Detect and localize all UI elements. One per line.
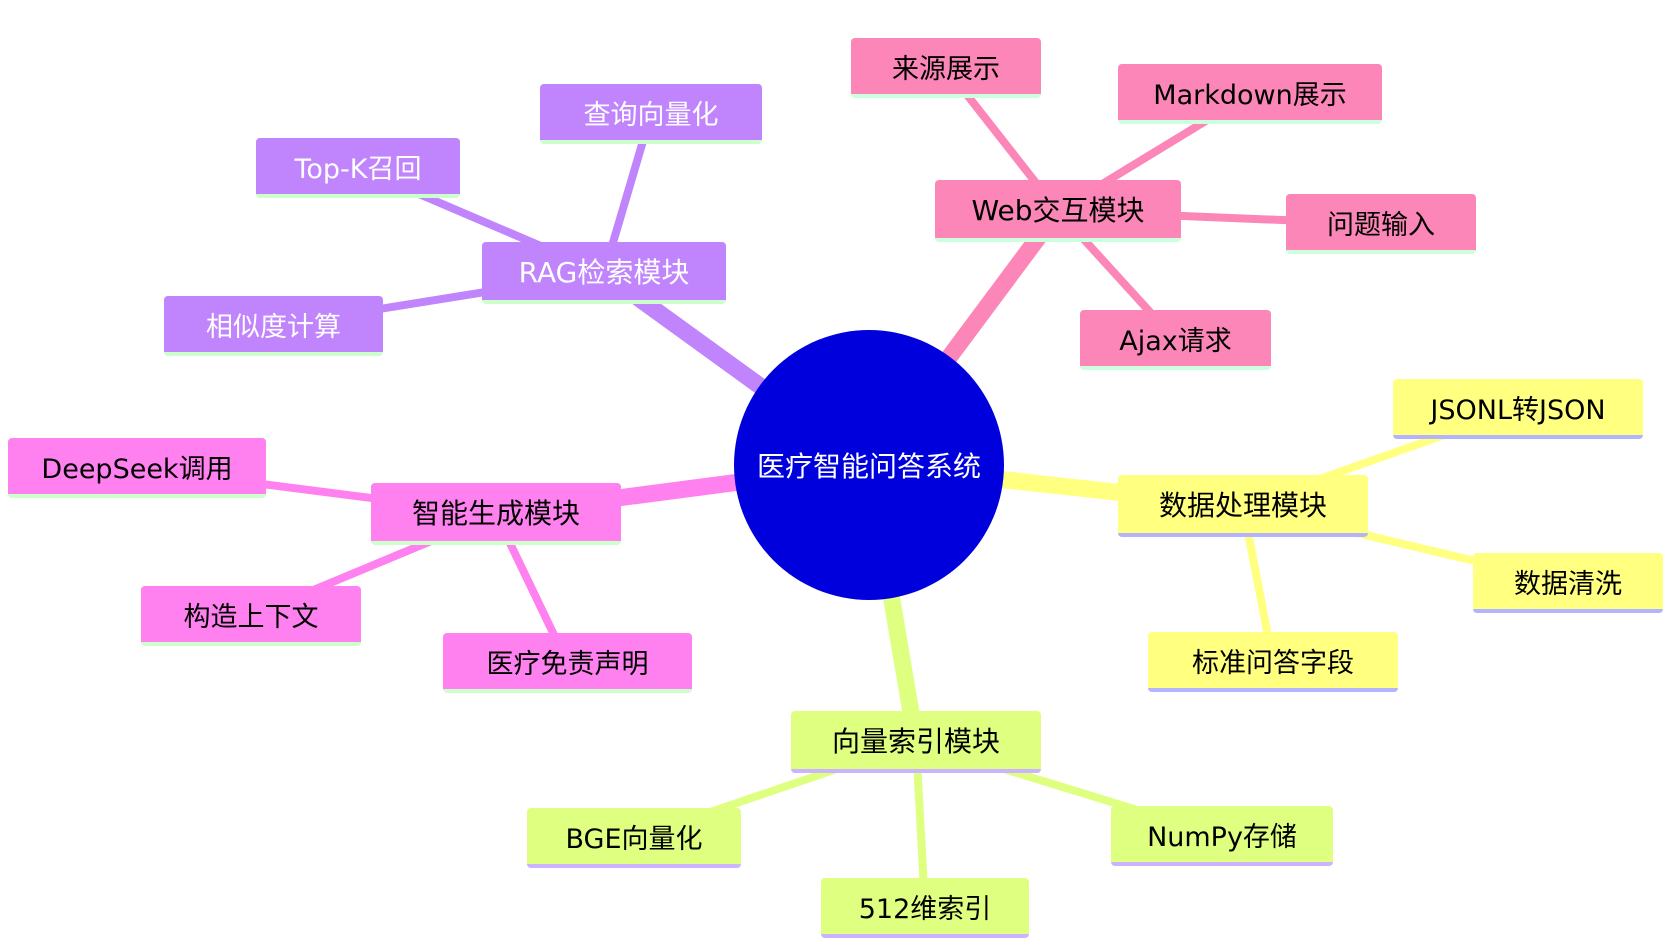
leaf-standard-qa-fields[interactable]: 标准问答字段 [1148,632,1398,692]
leaf-label: Markdown展示 [1153,79,1347,111]
branch-vector-index[interactable]: 向量索引模块 [791,711,1041,773]
leaf-label: 标准问答字段 [1192,647,1354,679]
leaf-question-input[interactable]: 问题输入 [1286,194,1476,254]
branch-label: Web交互模块 [971,194,1145,227]
root-label: 医疗智能问答系统 [756,450,981,483]
leaf-build-context[interactable]: 构造上下文 [141,586,361,646]
leaf-label: DeepSeek调用 [41,453,233,485]
leaf-ajax-request[interactable]: Ajax请求 [1080,310,1271,370]
leaf-similarity-calc[interactable]: 相似度计算 [164,296,383,356]
leaf-label: 来源展示 [892,53,1000,85]
branch-label: 智能生成模块 [411,497,580,530]
leaf-source-display[interactable]: 来源展示 [851,38,1041,98]
branch-smart-generation[interactable]: 智能生成模块 [371,483,621,545]
leaf-jsonl-to-json[interactable]: JSONL转JSON [1393,379,1643,439]
leaf-label: BGE向量化 [565,823,703,855]
leaf-data-cleaning[interactable]: 数据清洗 [1473,553,1663,613]
leaf-markdown-display[interactable]: Markdown展示 [1118,64,1382,124]
branch-label: RAG检索模块 [518,256,690,289]
leaf-label: 问题输入 [1327,209,1435,241]
leaf-label: 数据清洗 [1514,568,1622,600]
leaf-512-dim-index[interactable]: 512维索引 [821,878,1029,938]
leaf-label: 相似度计算 [206,311,341,343]
leaf-deepseek-call[interactable]: DeepSeek调用 [8,438,266,498]
leaf-label: 512维索引 [858,893,992,925]
leaf-query-vectorization[interactable]: 查询向量化 [540,84,762,144]
root-node[interactable]: 医疗智能问答系统 [734,330,1004,600]
leaf-label: JSONL转JSON [1430,394,1606,426]
branch-label: 数据处理模块 [1158,489,1327,522]
leaf-label: NumPy存储 [1147,821,1297,853]
branch-label: 向量索引模块 [831,725,1000,758]
branch-web-interaction[interactable]: Web交互模块 [935,180,1181,242]
branch-rag-retrieval[interactable]: RAG检索模块 [482,242,726,304]
leaf-label: 医疗免责声明 [486,648,649,680]
leaf-label: Top-K召回 [294,153,422,185]
leaf-numpy-storage[interactable]: NumPy存储 [1111,806,1333,866]
leaf-label: 查询向量化 [583,99,719,131]
leaf-label: Ajax请求 [1119,325,1232,357]
leaf-top-k-recall[interactable]: Top-K召回 [256,138,460,198]
branch-data-processing[interactable]: 数据处理模块 [1118,475,1368,537]
leaf-medical-disclaimer[interactable]: 医疗免责声明 [443,633,692,693]
leaf-bge-vectorization[interactable]: BGE向量化 [527,808,741,868]
leaf-label: 构造上下文 [183,601,319,633]
